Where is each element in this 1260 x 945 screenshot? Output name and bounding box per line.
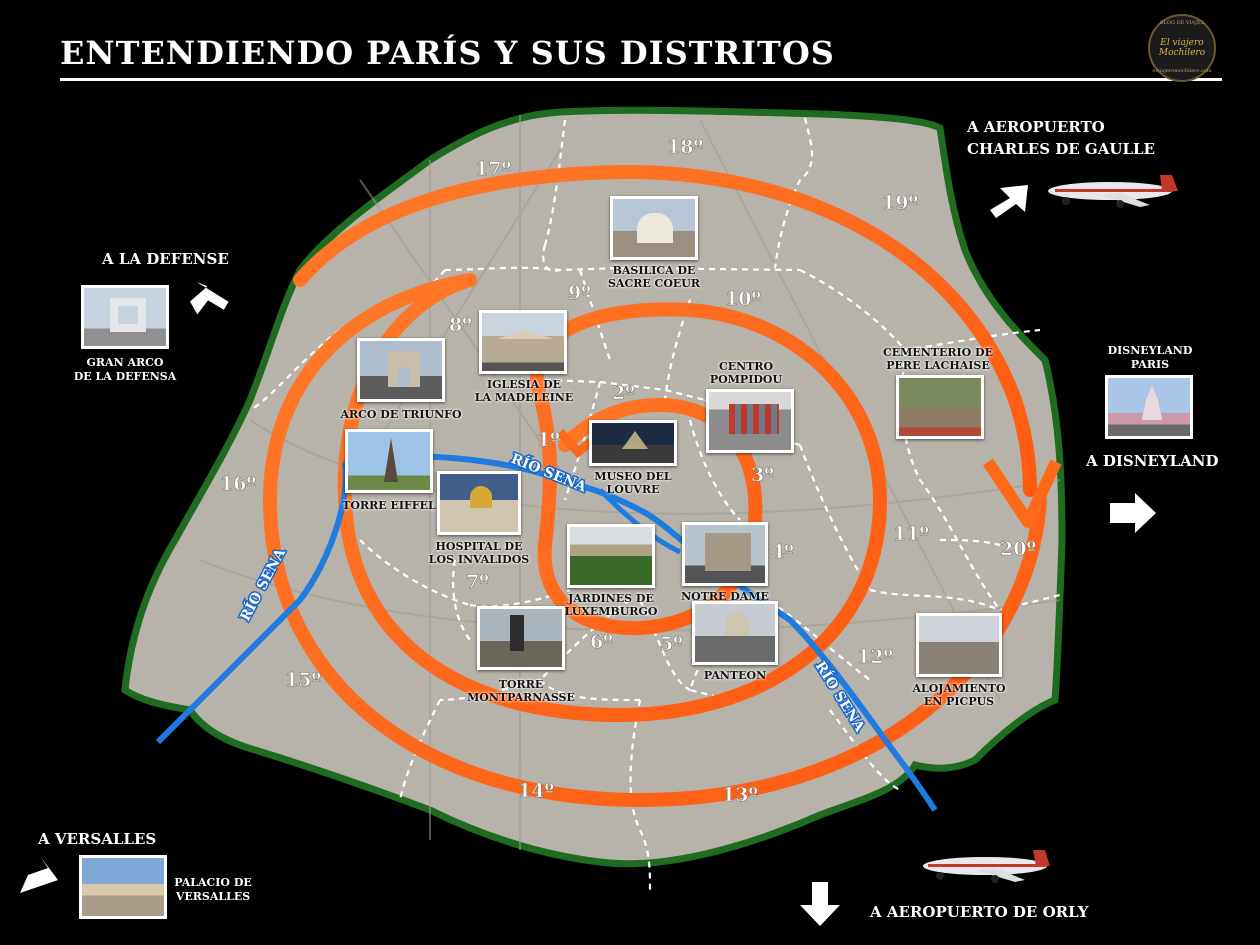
direction-defense: A LA DEFENSE	[102, 250, 229, 268]
district-1: 1º	[537, 429, 560, 451]
district-7: 7º	[466, 571, 489, 593]
district-12: 12º	[857, 646, 893, 668]
arrow-to-disneyland	[1110, 493, 1156, 533]
photo-louvre	[589, 420, 677, 466]
direction-versailles: A VERSALLES	[38, 830, 157, 848]
arrow-to-orly	[800, 882, 840, 926]
district-16: 16º	[220, 473, 256, 495]
direction-arrows	[20, 185, 1156, 926]
district-17: 17º	[475, 158, 511, 180]
label-grande-arche: GRAN ARCO DE LA DEFENSA	[73, 356, 177, 383]
label-sacre-coeur: BASILICA DE SACRE COEUR	[607, 264, 701, 290]
district-5: 5º	[660, 633, 683, 655]
logo-url: elviajeromochilero.com	[1152, 68, 1212, 74]
photo-grande-arche	[81, 285, 169, 349]
label-madeleine: IGLESIA DE LA MADELEINE	[474, 378, 574, 404]
district-13: 13º	[722, 784, 758, 806]
label-montparnasse: TORRE MONTPARNASSE	[467, 678, 575, 704]
district-8: 8º	[449, 314, 472, 336]
direction-cdg-line2: CHARLES DE GAULLE	[967, 140, 1155, 158]
label-eiffel: TORRE EIFFEL	[342, 499, 436, 512]
direction-orly: A AEROPUERTO DE ORLY	[870, 903, 1089, 921]
photo-invalides	[437, 471, 521, 535]
label-pere-lachaise: CEMENTERIO DE PERE LACHAISE	[883, 346, 993, 372]
district-14: 14º	[518, 780, 554, 802]
photo-pantheon	[692, 601, 778, 665]
seine-river	[155, 451, 938, 812]
label-versailles-palace: PALACIO DE VERSALLES	[174, 876, 252, 903]
district-9: 9º	[568, 282, 591, 304]
district-4: 4º	[771, 541, 794, 563]
photo-luxembourg	[567, 524, 655, 588]
district-18: 18º	[667, 136, 703, 158]
label-pompidou: CENTRO POMPIDOU	[709, 360, 783, 386]
blog-logo: BLOG DE VIAJES El viajero Mochilero elvi…	[1148, 14, 1216, 82]
photo-picpus	[916, 613, 1002, 677]
photo-madeleine	[479, 310, 567, 374]
label-pantheon: PANTEON	[703, 669, 767, 682]
photo-sacre-coeur	[610, 196, 698, 260]
plane-icon-cdg	[1048, 175, 1178, 208]
spiral-arrowhead-outer	[983, 458, 1062, 528]
district-20: 20º	[1000, 538, 1036, 560]
label-notre-dame: NOTRE DAME	[681, 590, 769, 603]
photo-pompidou	[706, 389, 794, 453]
label-picpus: ALOJAMIENTO EN PICPUS	[912, 682, 1006, 708]
label-louvre: MUSEO DEL LOUVRE	[594, 470, 672, 496]
direction-disneyland: A DISNEYLAND	[1086, 452, 1219, 470]
district-10: 10º	[725, 288, 761, 310]
page-title: ENTENDIENDO PARÍS Y SUS DISTRITOS	[60, 34, 835, 72]
label-disneyland-castle: DISNEYLAND PARIS	[1107, 344, 1193, 371]
photo-arc-triomphe	[357, 338, 445, 402]
plane-icon-orly	[923, 850, 1050, 883]
district-19: 19º	[882, 192, 918, 214]
district-2: 2º	[612, 382, 635, 404]
title-underline	[60, 78, 1222, 81]
district-6: 6º	[590, 631, 613, 653]
photo-montparnasse	[477, 606, 565, 670]
arrow-to-versailles	[20, 856, 58, 893]
photo-versailles	[79, 855, 167, 919]
district-15: 15º	[285, 669, 321, 691]
label-arc-triomphe: ARCO DE TRIUNFO	[340, 408, 462, 421]
photo-eiffel	[345, 429, 433, 493]
arrow-to-cdg	[990, 185, 1028, 218]
photo-pere-lachaise	[896, 375, 984, 439]
label-invalides: HOSPITAL DE LOS INVALIDOS	[428, 540, 530, 566]
district-3: 3º	[751, 464, 774, 486]
district-11: 11º	[893, 523, 929, 545]
photo-notre-dame	[682, 522, 768, 586]
photo-disneyland	[1105, 375, 1193, 439]
direction-cdg-line1: A AEROPUERTO	[967, 118, 1105, 136]
logo-top-text: BLOG DE VIAJES	[1159, 20, 1205, 26]
arrow-to-defense	[189, 282, 229, 315]
label-luxembourg: JARDINES DE LUXEMBURGO	[564, 592, 658, 618]
logo-name: El viajero Mochilero	[1158, 38, 1206, 58]
